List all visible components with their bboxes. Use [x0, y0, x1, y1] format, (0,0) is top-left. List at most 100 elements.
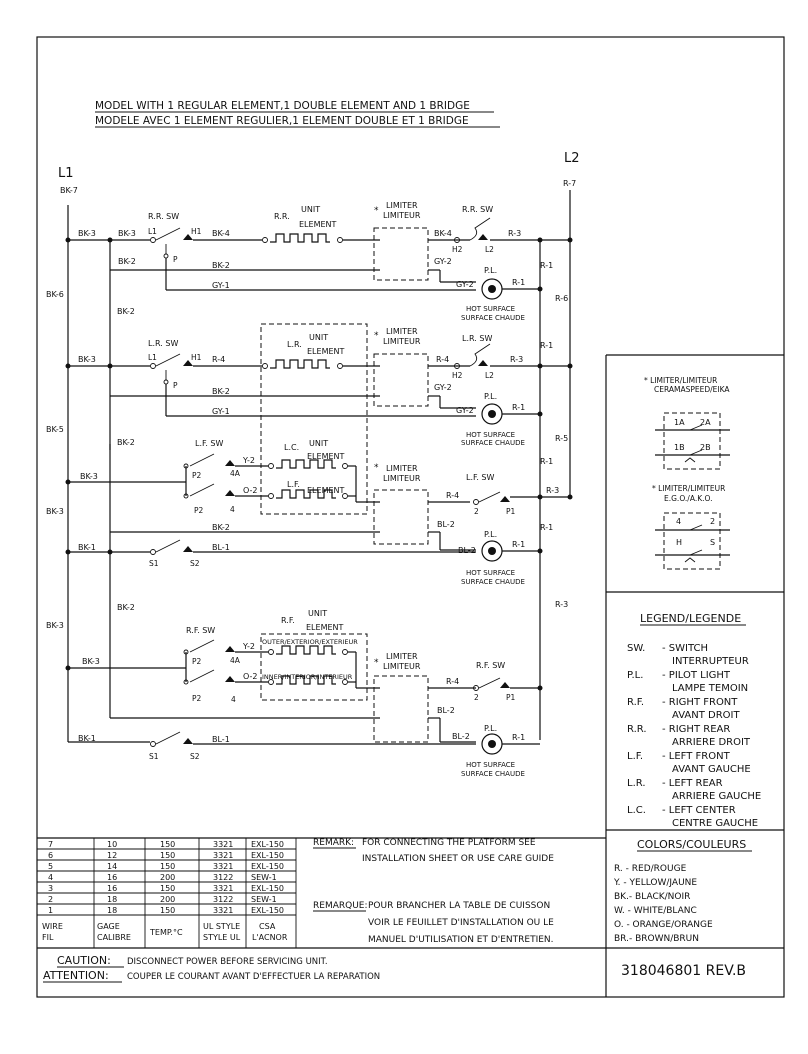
svg-text:INTERRUPTEUR: INTERRUPTEUR	[672, 656, 749, 667]
svg-text:BK-3: BK-3	[46, 507, 64, 516]
svg-text:2B: 2B	[700, 443, 711, 452]
svg-text:ELEMENT: ELEMENT	[307, 347, 345, 356]
svg-text:- LEFT CENTER: - LEFT CENTER	[662, 805, 736, 816]
svg-text:BK-3: BK-3	[118, 229, 136, 238]
svg-text:SEW-1: SEW-1	[251, 873, 277, 882]
svg-text:TEMP.°C: TEMP.°C	[149, 928, 183, 937]
svg-text:CERAMASPEED/EIKA: CERAMASPEED/EIKA	[654, 385, 730, 394]
svg-text:5: 5	[48, 862, 53, 871]
svg-text:P1: P1	[506, 507, 516, 516]
svg-text:- LEFT REAR: - LEFT REAR	[662, 778, 723, 789]
svg-text:BR.- BROWN/BRUN: BR.- BROWN/BRUN	[614, 934, 699, 944]
svg-text:INNER/INTERIOR/INTERIEUR: INNER/INTERIOR/INTERIEUR	[262, 673, 353, 681]
svg-text:H2: H2	[452, 371, 463, 380]
svg-text:UNIT: UNIT	[308, 609, 327, 618]
svg-text:200: 200	[160, 873, 175, 882]
rf-circuit: BK-3 R.F. SW P2 P2 4A 4 Y-2 O-2 R.F. UNI…	[65, 609, 543, 778]
svg-text:- PILOT LIGHT: - PILOT LIGHT	[662, 670, 731, 681]
svg-text:L'ACNOR: L'ACNOR	[252, 933, 288, 942]
svg-text:P2: P2	[192, 471, 202, 480]
svg-text:O. - ORANGE/ORANGE: O. - ORANGE/ORANGE	[614, 920, 713, 930]
svg-text:P2: P2	[192, 694, 202, 703]
svg-text:R-3: R-3	[546, 486, 559, 495]
svg-text:L2: L2	[485, 245, 494, 254]
svg-text:P: P	[173, 255, 178, 264]
limiter-types: * LIMITER/LIMITEUR CERAMASPEED/EIKA 1A 2…	[644, 376, 730, 570]
svg-text:BK-2: BK-2	[117, 307, 135, 316]
svg-text:ELEMENT: ELEMENT	[307, 452, 345, 461]
svg-text:HOT SURFACE: HOT SURFACE	[466, 305, 515, 313]
svg-text:CAUTION:: CAUTION:	[57, 954, 111, 967]
svg-text:UNIT: UNIT	[301, 205, 320, 214]
legend: LEGEND/LEGENDE SW. - SWITCH INTERRUPTEUR…	[627, 612, 761, 829]
svg-text:L1: L1	[148, 227, 157, 236]
caution: CAUTION: DISCONNECT POWER BEFORE SERVICI…	[43, 954, 380, 983]
svg-text:L.R.: L.R.	[287, 340, 302, 349]
svg-text:*: *	[374, 331, 379, 341]
svg-text:S2: S2	[190, 752, 200, 761]
svg-text:R. - RED/ROUGE: R. - RED/ROUGE	[614, 864, 687, 874]
svg-text:LIMITEUR: LIMITEUR	[383, 474, 421, 483]
svg-text:BK-2: BK-2	[117, 603, 135, 612]
svg-text:R-4: R-4	[446, 677, 459, 686]
svg-text:BK-2: BK-2	[117, 438, 135, 447]
svg-text:H2: H2	[452, 245, 463, 254]
svg-text:EXL-150: EXL-150	[251, 906, 284, 915]
svg-text:POUR BRANCHER LA TABLE DE CUIS: POUR BRANCHER LA TABLE DE CUISSON	[368, 901, 550, 911]
svg-text:EXL-150: EXL-150	[251, 851, 284, 860]
svg-text:BL-1: BL-1	[212, 735, 230, 744]
svg-text:AVANT DROIT: AVANT DROIT	[672, 710, 740, 721]
svg-text:150: 150	[160, 906, 175, 915]
svg-text:VOIR LE FEUILLET D'INSTALLATIO: VOIR LE FEUILLET D'INSTALLATION OU LE	[368, 918, 554, 928]
svg-text:3321: 3321	[213, 840, 233, 849]
svg-text:R-1: R-1	[512, 403, 525, 412]
svg-text:150: 150	[160, 851, 175, 860]
svg-text:4A: 4A	[230, 469, 241, 478]
svg-text:150: 150	[160, 840, 175, 849]
svg-text:LIMITER: LIMITER	[386, 652, 418, 661]
svg-text:18: 18	[107, 906, 117, 915]
svg-text:R-4: R-4	[436, 355, 449, 364]
svg-text:SW.: SW.	[627, 643, 645, 654]
svg-text:BK-3: BK-3	[78, 355, 96, 364]
svg-text:L.C.: L.C.	[627, 805, 646, 816]
svg-text:L2: L2	[485, 371, 494, 380]
svg-text:12: 12	[107, 851, 117, 860]
svg-text:16: 16	[107, 873, 117, 882]
svg-text:200: 200	[160, 895, 175, 904]
svg-text:R-1: R-1	[512, 733, 525, 742]
svg-text:P2: P2	[192, 657, 202, 666]
svg-text:BK-2: BK-2	[212, 261, 230, 270]
svg-text:BK-4: BK-4	[434, 229, 452, 238]
svg-text:CALIBRE: CALIBRE	[97, 933, 131, 942]
svg-text:BK-3: BK-3	[46, 621, 64, 630]
svg-text:BK-2: BK-2	[118, 257, 136, 266]
svg-text:L.F.: L.F.	[627, 751, 643, 762]
title-line-1: MODEL WITH 1 REGULAR ELEMENT,1 DOUBLE EL…	[95, 100, 470, 112]
svg-text:L.F. SW: L.F. SW	[195, 439, 223, 448]
svg-text:R-7: R-7	[563, 179, 576, 188]
rr-circuit: BK-3 BK-3 R.R. SW L1 H1 BK-4 P BK-2 BK-2…	[65, 201, 573, 322]
svg-text:2: 2	[474, 507, 479, 516]
svg-text:L.R. SW: L.R. SW	[462, 334, 492, 343]
page-border	[36, 36, 785, 998]
svg-text:SURFACE CHAUDE: SURFACE CHAUDE	[461, 770, 525, 778]
svg-text:GY-1: GY-1	[212, 407, 230, 416]
l2-label: L2	[564, 151, 580, 166]
svg-text:GAGE: GAGE	[97, 922, 120, 931]
svg-text:R.R. SW: R.R. SW	[148, 212, 179, 221]
lr-circuit: BK-3 L.R. SW L1 H1 R-4 P BK-2 GY-1 L.R. …	[65, 327, 573, 447]
legend-title: LEGEND/LEGENDE	[640, 612, 741, 625]
svg-text:EXL-150: EXL-150	[251, 862, 284, 871]
svg-text:L.F. SW: L.F. SW	[466, 473, 494, 482]
svg-text:14: 14	[107, 862, 117, 871]
svg-text:P1: P1	[506, 693, 516, 702]
svg-text:P.L.: P.L.	[484, 530, 497, 539]
svg-text:* LIMITER/LIMITEUR: * LIMITER/LIMITEUR	[644, 376, 717, 385]
svg-text:BL-2: BL-2	[437, 520, 455, 529]
svg-text:CENTRE GAUCHE: CENTRE GAUCHE	[672, 818, 758, 829]
svg-text:AVANT GAUCHE: AVANT GAUCHE	[672, 764, 751, 775]
svg-text:UNIT: UNIT	[309, 333, 328, 342]
svg-text:STYLE UL: STYLE UL	[203, 933, 241, 942]
colors-title: COLORS/COULEURS	[637, 838, 746, 851]
